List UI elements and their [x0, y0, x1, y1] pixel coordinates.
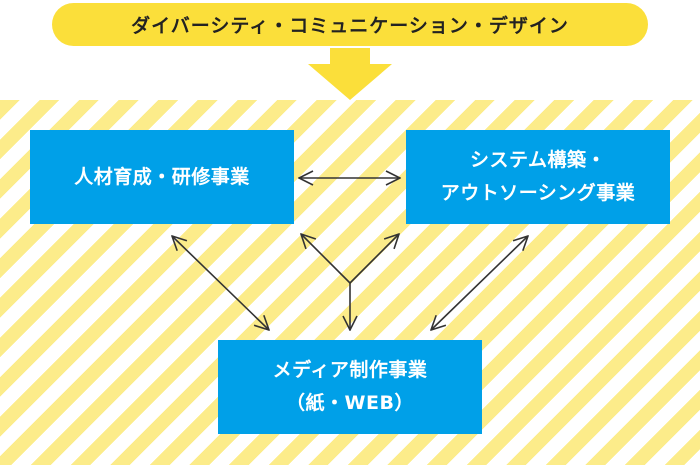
arrow-center-left	[301, 234, 351, 284]
hr-training-box: 人材育成・研修事業	[30, 130, 294, 224]
header-banner: ダイバーシティ・コミュニケーション・デザイン	[52, 3, 648, 46]
arrow-center-right	[349, 234, 399, 284]
system-label-line2: アウトソーシング事業	[440, 182, 636, 204]
hr-training-label: 人材育成・研修事業	[74, 165, 250, 188]
media-label-line1: メディア制作事業	[272, 359, 428, 381]
system-outsourcing-box: システム構築・ アウトソーシング事業	[406, 130, 670, 224]
arrow-system-media	[431, 236, 528, 330]
media-label-line2: （紙・WEB）	[286, 392, 414, 414]
arrow-hr-media	[172, 236, 269, 330]
down-arrow-icon	[308, 48, 392, 100]
header-title: ダイバーシティ・コミュニケーション・デザイン	[131, 15, 569, 37]
system-label-line1: システム構築・	[470, 149, 606, 171]
media-production-box: メディア制作事業 （紙・WEB）	[218, 340, 482, 434]
